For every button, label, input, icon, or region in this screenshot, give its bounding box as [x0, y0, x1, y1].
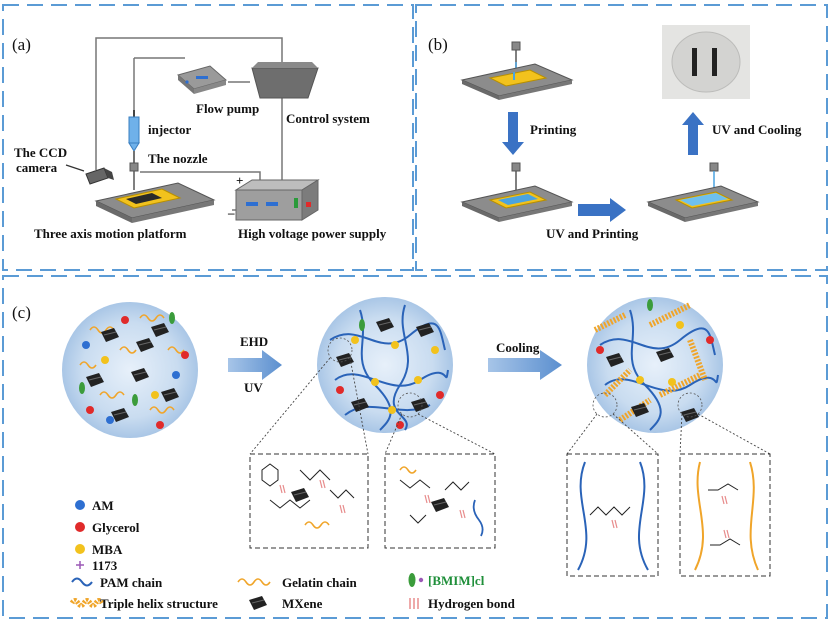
uv-cooling-label: UV and Cooling — [712, 122, 802, 137]
legend-hbond: Hydrogen bond — [428, 596, 516, 611]
inset-hbond-network-1 — [249, 453, 369, 549]
inset-pam-hbond — [566, 453, 659, 577]
legend: AM Glycerol MBA 1173 PAM chain Triple he… — [69, 498, 516, 611]
panel-c: (c) — [12, 297, 771, 611]
control-system-label: Control system — [286, 111, 370, 126]
printer-step2-icon — [460, 162, 574, 222]
sphere1-glycerol-dots — [86, 316, 189, 429]
sphere1-bmim — [79, 312, 175, 406]
injector-icon — [128, 110, 140, 163]
inset-hbond-network-2 — [384, 453, 496, 549]
panel-a-label: (a) — [12, 35, 31, 54]
legend-gelatin-icon — [237, 578, 271, 586]
legend-mba-icon — [75, 544, 85, 554]
nozzle-label: The nozzle — [148, 151, 208, 166]
panel-c-frame — [2, 275, 828, 619]
legend-pam: PAM chain — [100, 575, 163, 590]
zoom-connectors — [249, 357, 771, 455]
legend-bmim: [BMIM]cl — [428, 573, 485, 588]
cooling-arrow — [488, 350, 562, 380]
ehd-uv-arrow — [228, 350, 282, 380]
control-system-icon — [251, 62, 319, 99]
sphere3-bmim — [647, 299, 653, 311]
camera-label-line1: The CCD — [14, 145, 67, 160]
sphere-crosslinked — [317, 297, 453, 433]
sphere-precursor — [62, 302, 198, 438]
uv-label: UV — [244, 380, 263, 395]
legend-mxene-icon — [248, 595, 268, 611]
legend-am: AM — [92, 498, 114, 513]
sphere2-mba-dots — [351, 336, 439, 414]
printing-label: Printing — [530, 122, 577, 137]
printer-step3-icon — [646, 162, 760, 222]
legend-triple: Triple helix structure — [100, 596, 218, 611]
ccd-camera-icon — [85, 167, 114, 185]
inset-gelatin-hbond — [679, 453, 771, 577]
nozzle-icon — [129, 162, 139, 190]
legend-am-icon — [75, 500, 85, 510]
legend-hbond-icon — [409, 598, 419, 609]
printer-step1-icon — [460, 41, 574, 100]
camera-pointer — [65, 164, 85, 172]
sphere3-dots — [596, 321, 714, 386]
sphere-cooled — [587, 297, 723, 433]
panel-a-frame — [2, 4, 414, 271]
zoom-circle-3 — [592, 392, 618, 418]
legend-mxene: MXene — [282, 596, 323, 611]
legend-glycerol: Glycerol — [92, 520, 140, 535]
sample-photo — [662, 25, 750, 99]
uv-printing-arrow — [578, 198, 626, 222]
power-supply-label: High voltage power supply — [238, 226, 387, 241]
zoom-circle-1 — [327, 337, 353, 363]
panel-a: (a) Flow pump Control system — [12, 35, 387, 241]
plus-sign: + — [236, 173, 243, 188]
legend-triple-icon — [69, 598, 105, 608]
legend-pam-icon — [71, 577, 93, 587]
legend-gelatin: Gelatin chain — [282, 575, 358, 590]
legend-mba: MBA — [92, 542, 123, 557]
sphere1-gelatin-chains — [79, 314, 185, 414]
zoom-circle-2 — [397, 392, 423, 418]
uv-printing-label: UV and Printing — [546, 226, 639, 241]
cooling-label: Cooling — [496, 340, 540, 355]
sphere1-mba-dots — [101, 356, 159, 399]
flow-pump-label: Flow pump — [196, 101, 259, 116]
camera-label-line2: camera — [16, 160, 58, 175]
power-supply-icon — [234, 179, 320, 221]
injector-label: injector — [148, 122, 192, 137]
minus-sign: – — [227, 205, 235, 220]
uv-cooling-arrow — [682, 112, 704, 155]
sphere2-bmim — [359, 319, 365, 331]
zoom-circle-4 — [677, 392, 703, 418]
panel-b-frame — [415, 4, 828, 271]
sphere1-am-dots — [82, 341, 180, 424]
legend-1173-icon — [76, 561, 84, 569]
platform-label: Three axis motion platform — [34, 226, 187, 241]
ehd-label: EHD — [240, 334, 268, 349]
legend-bmim-icon — [408, 573, 424, 587]
motion-platform-icon — [94, 182, 216, 223]
legend-glycerol-icon — [75, 522, 85, 532]
printing-arrow — [502, 112, 524, 155]
flow-pump-icon — [176, 65, 228, 94]
panel-c-label: (c) — [12, 303, 31, 322]
legend-1173: 1173 — [92, 558, 118, 573]
panel-b-label: (b) — [428, 35, 448, 54]
panel-b: (b) Printing UV and Printing — [428, 25, 802, 241]
